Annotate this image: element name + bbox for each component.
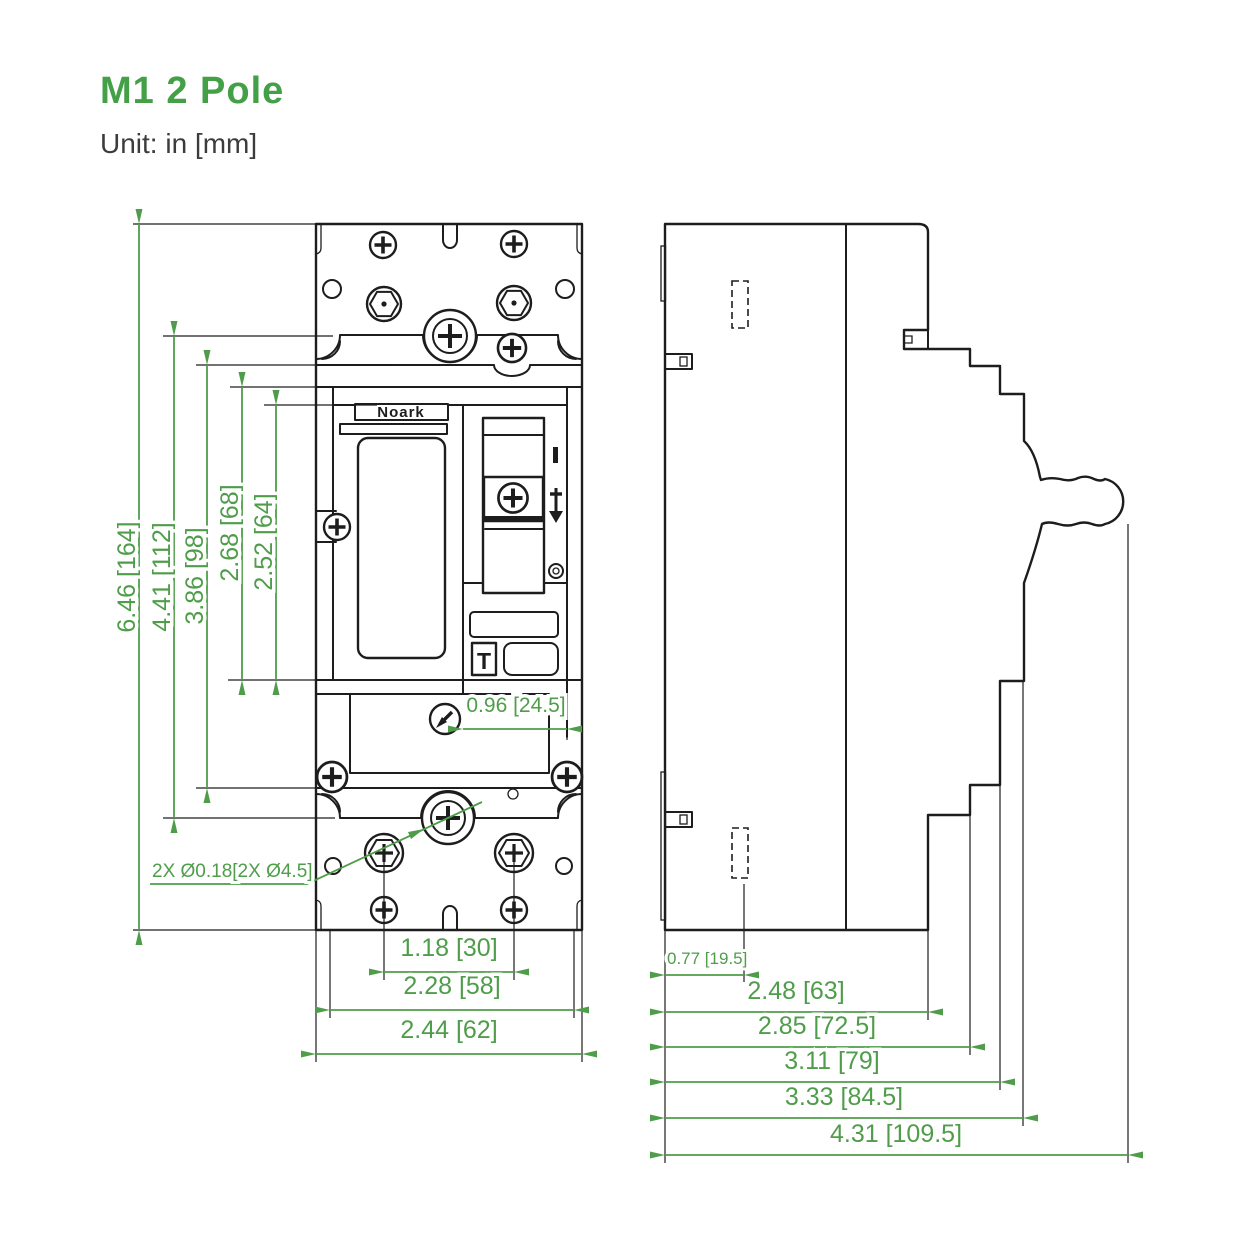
leader-arrow-icon bbox=[408, 829, 424, 839]
dim-text-step1-depth: 2.85 [72.5] bbox=[758, 1012, 876, 1040]
din-rail-edge bbox=[660, 245, 667, 302]
brand-logo-text: Noark bbox=[377, 404, 425, 421]
din-rail-edge bbox=[660, 771, 667, 921]
extension-lines-front bbox=[133, 223, 583, 1062]
trip-arrow-icon bbox=[549, 488, 563, 523]
callout-text: 2X Ø0.18[2X Ø4.5] bbox=[152, 861, 313, 882]
cover-screw-icon bbox=[496, 332, 528, 364]
pin-hole bbox=[507, 788, 519, 800]
lug-screw-icon bbox=[365, 285, 403, 323]
front-view: Noark I T bbox=[314, 222, 584, 932]
on-position-icon bbox=[553, 447, 558, 463]
wire-hole bbox=[322, 279, 342, 299]
hidden-hole-bottom bbox=[731, 827, 749, 879]
extension-lines-side bbox=[664, 524, 1129, 1163]
wire-hole bbox=[555, 857, 573, 875]
wire-hole bbox=[555, 279, 575, 299]
dim-text-window-height: 2.52 [64] bbox=[250, 493, 278, 590]
lug-screw-icon bbox=[495, 284, 533, 322]
side-profile-outline bbox=[663, 222, 1125, 932]
dim-text-overall-width: 2.44 [62] bbox=[400, 1016, 497, 1044]
rating-plug-window bbox=[503, 642, 559, 676]
adjustment-dial[interactable] bbox=[428, 702, 462, 736]
dim-text-cover-depth: 3.33 [84.5] bbox=[785, 1083, 903, 1111]
cover-screw-left-icon bbox=[322, 512, 352, 542]
wire-hole bbox=[324, 857, 342, 875]
terminal-screw-icon bbox=[368, 230, 398, 260]
dim-text-overall-depth: 4.31 [109.5] bbox=[830, 1120, 962, 1148]
terminal-screw-icon bbox=[499, 229, 529, 259]
label-slot-bar bbox=[339, 423, 448, 435]
mounting-hole-callout: 2X Ø0.18[2X Ø4.5] bbox=[149, 801, 483, 885]
cover-screw-icon bbox=[552, 762, 582, 792]
hidden-hole-top bbox=[731, 280, 749, 329]
bottom-mounting-slot bbox=[442, 905, 458, 931]
bottom-scallop-band bbox=[315, 787, 583, 819]
breaker-body-outline bbox=[314, 222, 584, 932]
dim-text-handle-offset: 0.96 [24.5] bbox=[466, 694, 565, 717]
dim-text-inner-width: 2.28 [58] bbox=[403, 972, 500, 1000]
dim-text-cover-height: 3.86 [98] bbox=[181, 527, 209, 624]
corner-step-lines bbox=[315, 224, 583, 930]
rating-label-window bbox=[356, 436, 447, 660]
dim-text-mounting-height: 4.41 [112] bbox=[148, 522, 176, 631]
page-title: M1 2 Pole bbox=[100, 70, 285, 112]
test-button[interactable] bbox=[470, 641, 498, 677]
cover-screw-icon bbox=[317, 762, 347, 792]
side-view bbox=[660, 222, 1125, 932]
dim-text-plate-height: 2.68 [68] bbox=[216, 484, 244, 581]
toggle-screw-icon bbox=[498, 483, 527, 512]
clip-tab-detail bbox=[904, 335, 913, 344]
rear-tab bbox=[664, 811, 693, 828]
brand-logo-box bbox=[354, 403, 449, 421]
dim-text-overall-height: 6.46 [164] bbox=[113, 521, 141, 632]
accessory-window bbox=[469, 611, 559, 638]
test-button-label: T bbox=[477, 648, 491, 674]
dim-text-pole-pitch: 1.18 [30] bbox=[400, 934, 497, 962]
top-mounting-slot bbox=[442, 223, 458, 249]
mounting-hole-top-icon bbox=[422, 308, 478, 364]
off-position-icon bbox=[548, 563, 564, 579]
dim-text-rail-depth: 0.77 [19.5] bbox=[667, 949, 747, 968]
unit-note: Unit: in [mm] bbox=[100, 128, 258, 159]
dim-text-base-depth: 2.48 [63] bbox=[747, 977, 844, 1005]
rear-tab bbox=[664, 353, 693, 370]
dimension-annotations: 6.46 [164] 4.41 [112] 3.86 [98] 2.68 [68… bbox=[110, 209, 1143, 1163]
dim-text-step2-depth: 3.11 [79] bbox=[784, 1047, 879, 1075]
